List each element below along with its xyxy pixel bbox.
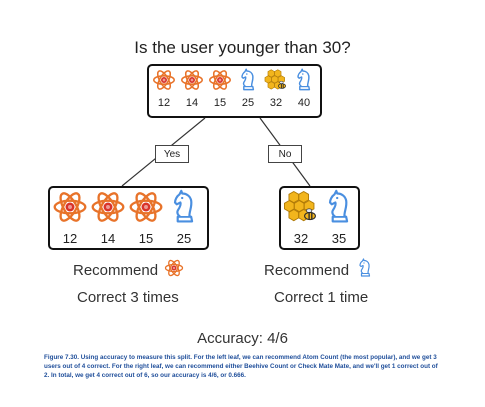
beehive-icon [262, 68, 290, 92]
question-title: Is the user younger than 30? [134, 38, 351, 57]
right-leaf-ages-row: 32 35 [282, 231, 358, 246]
left-correct-count: Correct 3 times [77, 289, 179, 306]
right-recommend-label: Recommend [264, 261, 350, 279]
right-leaf-icons-row [282, 189, 358, 225]
atom-icon [127, 189, 165, 225]
left-leaf-icons-row [51, 189, 203, 225]
chess-knight-icon [355, 258, 375, 282]
left-leaf-age: 15 [138, 231, 154, 246]
root-age: 32 [269, 97, 283, 109]
atom-icon [51, 189, 89, 225]
atom-icon [150, 68, 178, 92]
beehive-icon [282, 189, 320, 225]
branch-label-no: No [268, 145, 302, 163]
chess-knight-icon [234, 68, 262, 92]
root-icons-row [150, 68, 318, 92]
right-correct-count: Correct 1 time [274, 289, 369, 306]
right-recommendation: Recommend [264, 258, 375, 282]
chess-knight-icon [165, 189, 203, 225]
atom-icon [206, 68, 234, 92]
root-node [147, 64, 322, 118]
chess-knight-icon [290, 68, 318, 92]
atom-icon [178, 68, 206, 92]
left-leaf-age: 14 [100, 231, 116, 246]
root-age: 40 [297, 97, 311, 109]
atom-icon [89, 189, 127, 225]
branch-label-yes: Yes [155, 145, 189, 163]
chess-knight-icon [320, 189, 358, 225]
right-leaf-age: 35 [331, 231, 347, 246]
root-age: 14 [185, 97, 199, 109]
atom-icon [164, 258, 184, 282]
left-leaf-ages-row: 12 14 15 25 [51, 231, 203, 246]
left-recommendation: Recommend [73, 258, 184, 282]
left-leaf-age: 25 [176, 231, 192, 246]
left-recommend-label: Recommend [73, 261, 159, 279]
root-ages-row: 12 14 15 25 32 40 [150, 97, 318, 109]
left-leaf-age: 12 [62, 231, 78, 246]
accuracy-result: Accuracy: 4/6 [197, 330, 288, 347]
root-age: 12 [157, 97, 171, 109]
root-age: 25 [241, 97, 255, 109]
figure-caption: Figure 7.30. Using accuracy to measure t… [44, 354, 438, 379]
right-leaf-age: 32 [293, 231, 309, 246]
root-age: 15 [213, 97, 227, 109]
